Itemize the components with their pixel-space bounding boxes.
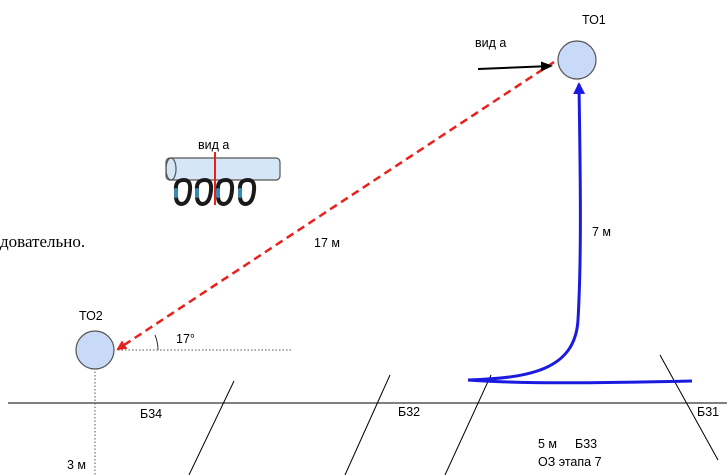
label-b31: Б31 — [697, 405, 719, 419]
label-to1: ТО1 — [582, 13, 606, 27]
inset-rope — [165, 157, 281, 181]
label-7m: 7 м — [592, 225, 611, 239]
label-cut-text: довательно. — [0, 232, 85, 251]
red-traverse-line — [116, 60, 555, 351]
zone-divider-2 — [344, 374, 391, 475]
node-to1 — [557, 40, 597, 80]
label-view-a-top: вид а — [475, 36, 506, 50]
zone-divider-1 — [188, 380, 235, 475]
label-b33: Б33 — [575, 437, 597, 451]
carabiner-icons — [173, 177, 257, 207]
node-to2 — [75, 330, 115, 370]
label-oz: ОЗ этапа 7 — [538, 455, 602, 469]
label-angle: 17° — [176, 332, 195, 346]
label-17m: 17 м — [314, 236, 340, 250]
blue-rope-base — [467, 378, 693, 385]
angle-arc — [154, 334, 159, 351]
label-5m: 5 м — [538, 437, 557, 451]
view-a-inset — [165, 152, 281, 207]
zone-divider-3 — [444, 374, 492, 475]
label-to2: ТО2 — [79, 309, 103, 323]
label-3m: 3 м — [67, 458, 86, 472]
label-b32: Б32 — [398, 405, 420, 419]
blue-rope-curve — [467, 82, 586, 382]
inset-rope-end — [165, 157, 177, 181]
view-arrow — [477, 61, 553, 72]
zone-divider-4 — [659, 354, 719, 461]
label-view-a-inset: вид а — [198, 138, 229, 152]
label-b34: Б34 — [140, 407, 162, 421]
